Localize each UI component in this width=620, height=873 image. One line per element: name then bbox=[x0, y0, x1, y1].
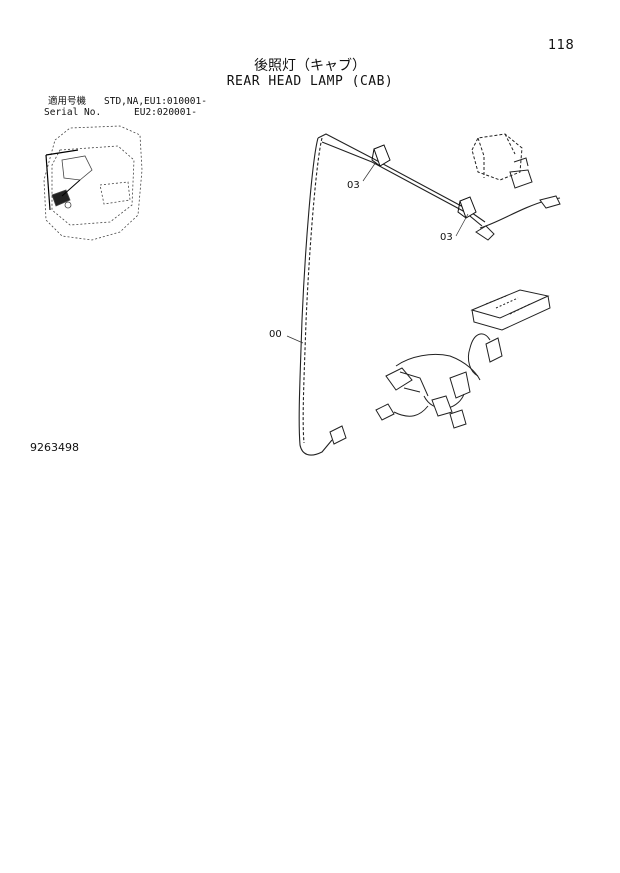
callout-clip-upper: 03 bbox=[347, 180, 360, 191]
page-title-japanese: 後照灯（キャブ） bbox=[254, 58, 366, 74]
document-number: 9263498 bbox=[30, 441, 79, 454]
callout-leaders bbox=[286, 161, 469, 344]
connector-cluster bbox=[329, 353, 481, 445]
page-number: 118 bbox=[548, 38, 575, 53]
page-title-english: REAR HEAD LAMP (CAB) bbox=[226, 74, 394, 89]
locator-thumbnail bbox=[43, 125, 143, 241]
clip-upper bbox=[371, 144, 391, 167]
serial-range-std: STD,NA,EU1:010001- bbox=[104, 96, 207, 107]
callout-clip-lower: 03 bbox=[440, 232, 453, 243]
rear-head-lamp bbox=[471, 133, 561, 241]
serial-label-english: Serial No. bbox=[44, 107, 102, 118]
clip-lower bbox=[457, 196, 477, 219]
callout-harness: 00 bbox=[269, 329, 282, 340]
serial-range-eu2: EU2:020001- bbox=[134, 107, 197, 118]
switch-panel bbox=[467, 289, 551, 377]
serial-label-japanese: 適用号機 bbox=[48, 96, 87, 107]
